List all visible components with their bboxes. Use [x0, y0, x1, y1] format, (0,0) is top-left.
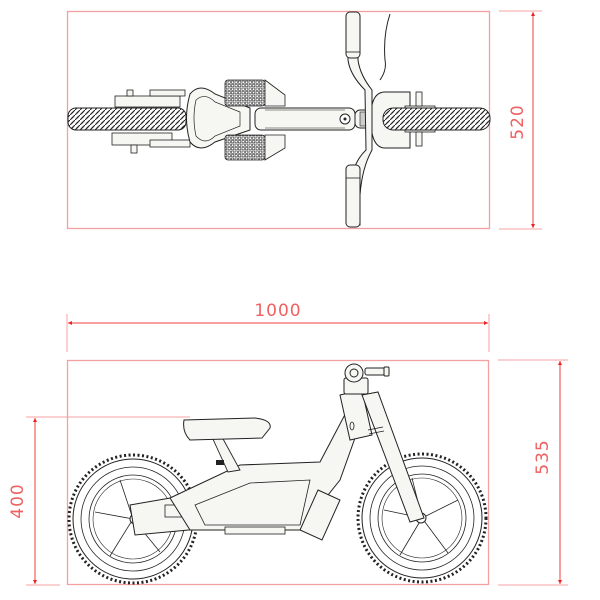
dimension-overall-height: 535 [498, 359, 568, 586]
dimension-520-label: 520 [508, 104, 528, 139]
rear-tire-top [67, 107, 187, 131]
side-view [66, 359, 490, 586]
footpad-right [224, 134, 266, 161]
battery-pack [299, 489, 341, 541]
front-tire-top [382, 107, 491, 131]
dimension-seat-height: 400 [8, 416, 190, 586]
grip-left [345, 11, 361, 59]
seat-post [211, 436, 241, 473]
handlebar-side [343, 363, 390, 395]
rear-axle-top [111, 89, 191, 154]
front-fork [361, 391, 425, 523]
top-view [66, 10, 491, 230]
grip-right [345, 164, 361, 228]
dimension-length: 1000 [66, 301, 490, 352]
dimension-400-label: 400 [8, 483, 28, 518]
dimension-535-label: 535 [533, 439, 553, 474]
seat-side [183, 417, 271, 441]
side-view-bounding-box [66, 359, 490, 586]
dimension-width: 520 [499, 10, 542, 230]
dimension-1000-label: 1000 [254, 301, 301, 321]
footpad-left [224, 79, 266, 107]
